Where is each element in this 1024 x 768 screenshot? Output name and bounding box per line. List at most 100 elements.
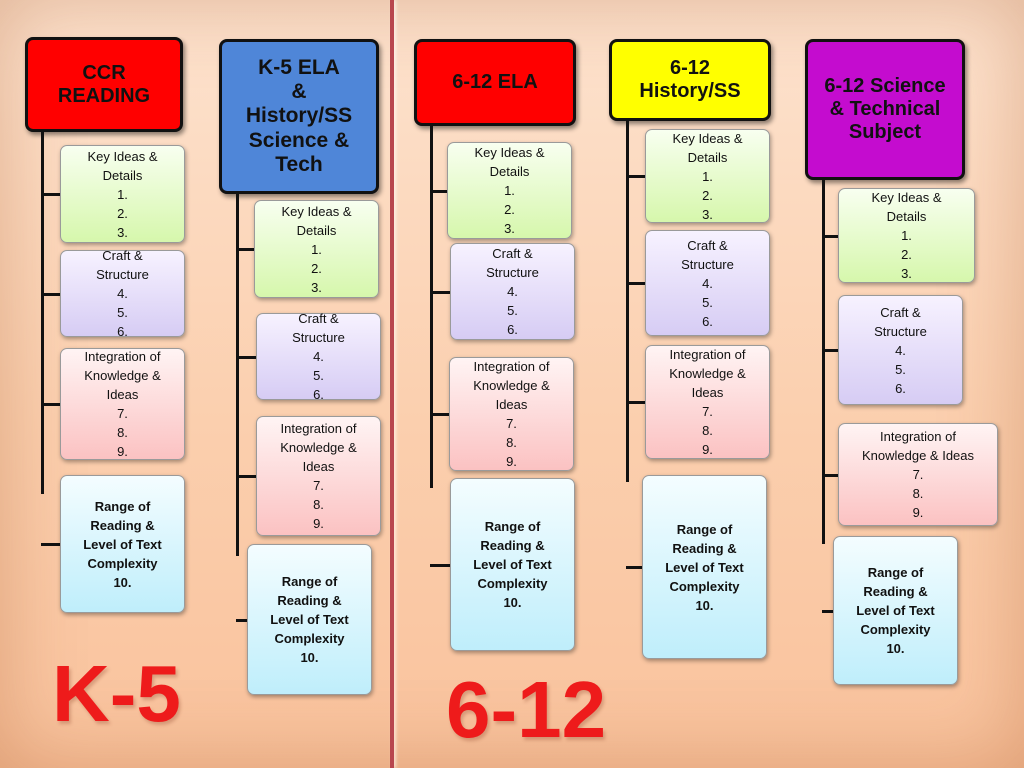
card-line: 6. [313,387,324,402]
connector-branch [430,563,450,567]
card-line: 10. [886,641,905,656]
card-line: Craft & [880,304,921,320]
connector-branch [41,543,60,546]
card-line: 5. [507,303,518,318]
connector-trunk [236,194,239,556]
connector-branch [626,282,645,285]
card-line: 2. [311,260,322,276]
card-line: 7. [702,404,713,419]
card-line: Complexity [477,576,548,591]
column-header: K-5 ELA & History/SS Science & Tech [219,39,379,194]
6-12-label: 6-12 [446,665,607,754]
connector-trunk [822,180,825,544]
card-line: Range of [281,574,338,589]
connector-branch [822,234,838,238]
card-line: 9. [117,444,128,459]
card-line: Knowledge & [84,368,161,383]
card-line: 8. [117,425,128,440]
card-line: 7. [117,406,128,421]
column-header-text: 6-12 ELA [452,71,538,93]
card-line: 6. [895,380,906,396]
card-line: 1. [117,186,128,202]
card-line: 10. [113,574,132,590]
card-line: Craft & [102,248,143,263]
card-line: Reading & [863,584,928,599]
card-line: Complexity [669,578,740,594]
card-line: Details [102,167,143,183]
card-line: Knowledge & Ideas [861,448,975,463]
card-line: Integration of [280,421,357,436]
card-line: Reading & [90,517,155,533]
card-line: 2. [117,205,128,221]
column-header-text: CCR READING [57,61,151,107]
card-line: 5. [117,305,128,320]
card-line: 8. [702,423,713,438]
card-line: Ideas [691,385,724,400]
card-line: Complexity [87,555,158,571]
card-line: 3. [117,224,128,240]
card-line: Level of Text [270,612,349,627]
connector-branch [236,475,256,478]
card-line: Ideas [302,459,335,474]
card-line: Range of [676,521,733,537]
connector-branch [41,193,60,196]
column-header: 6-12 History/SS [609,39,771,121]
connector-branch [41,403,60,406]
card-line: Knowledge & [473,378,550,393]
card-line: Details [886,209,927,224]
connector-branch [626,401,645,404]
card-line: 3. [702,206,713,222]
card-line: Details [489,164,530,179]
card-line: 4. [702,275,713,291]
card-line: 2. [504,202,515,217]
card-line: 4. [895,342,906,358]
connector-branch [236,618,247,622]
card-line: 9. [313,516,324,531]
card-line: Reading & [480,538,545,553]
card-line: Integration of [473,359,550,374]
card-line: 4. [117,286,128,301]
card-line: 5. [702,294,713,310]
card-line: Range of [867,565,924,580]
k5-label: K-5 [52,649,181,738]
card-line: 9. [912,505,924,520]
card-line: 9. [702,442,713,457]
integration-card: Integration of Knowledge & Ideas 7. 8. 9. [645,345,770,459]
card-line: 1. [901,228,912,243]
connector-branch [430,189,447,193]
key-ideas-card: Key Ideas & Details 1. 2. 3. [60,145,185,243]
card-line: 6. [507,322,518,337]
card-line: Integration of [880,429,956,444]
card-line: Craft & [492,246,533,261]
connector-branch [236,248,254,251]
card-line: Key Ideas & [87,148,158,164]
card-line: 5. [313,368,324,383]
connector-branch [626,175,645,178]
card-line: Level of Text [856,603,935,618]
card-line: Reading & [277,593,342,608]
card-line: 8. [506,435,517,450]
card-line: Knowledge & [280,440,357,455]
card-line: 2. [901,247,912,262]
card-line: 3. [504,221,515,236]
card-line: Knowledge & [669,366,746,381]
grade-band-divider [390,0,394,768]
card-line: Craft & [687,237,728,253]
connector-branch [822,609,833,613]
card-line: Structure [681,256,734,272]
column-header: 6-12 Science & Technical Subject [805,39,965,180]
card-line: Details [296,222,337,238]
card-line: Reading & [672,540,737,556]
card-line: Integration of [669,347,746,362]
card-line: Ideas [106,387,139,402]
